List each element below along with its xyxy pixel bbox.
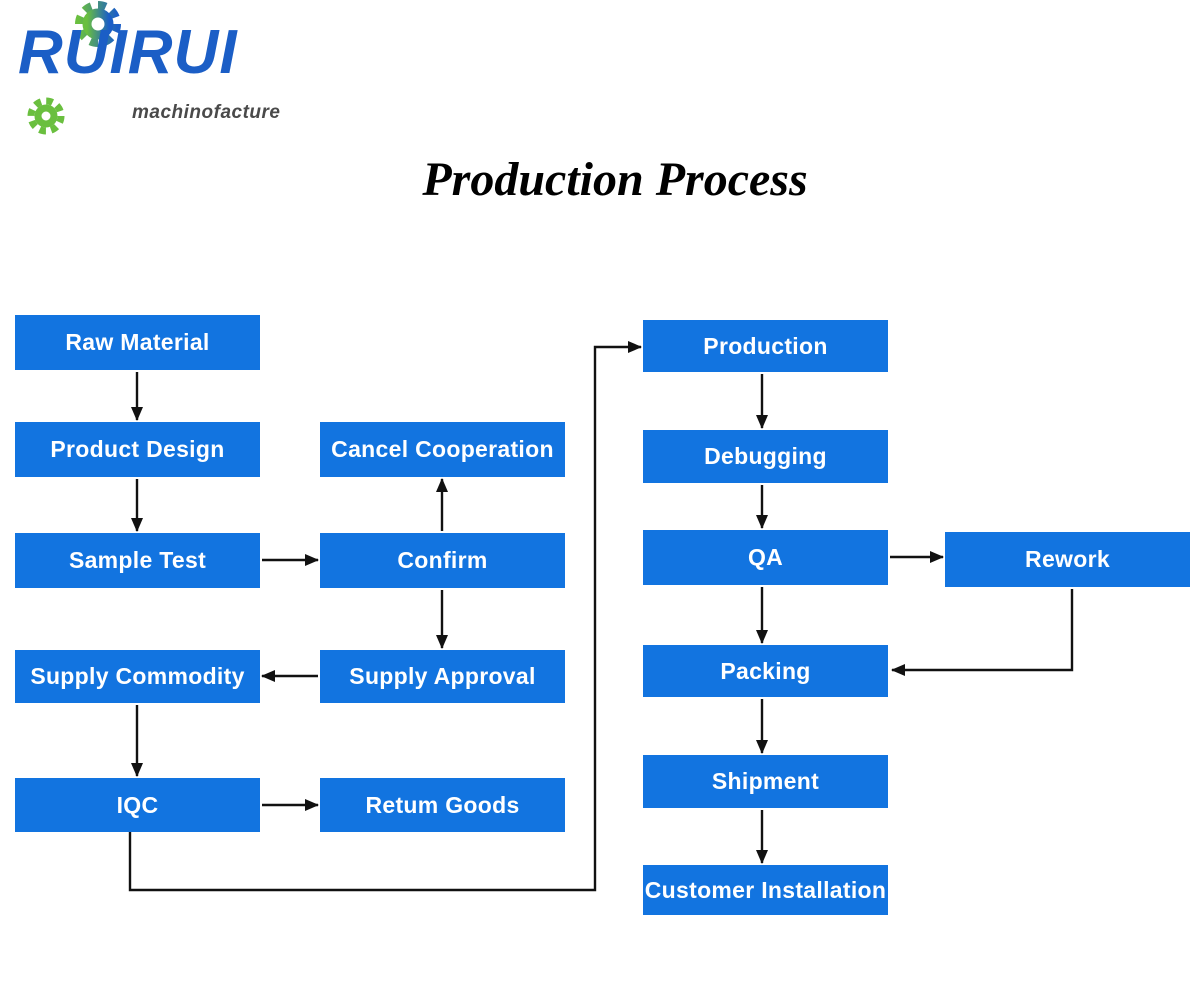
flow-node-label: Product Design — [50, 436, 225, 462]
flow-node-label: Cancel Cooperation — [331, 436, 554, 462]
flow-node-label: Retum Goods — [365, 791, 520, 818]
flow-node-customer-installation: Customer Installation — [643, 865, 888, 915]
flow-node-sample-test: Sample Test — [15, 533, 260, 588]
flow-node-supply-approval: Supply Approval — [320, 650, 565, 703]
flow-node-label: QA — [747, 544, 784, 570]
flow-node-raw-material: Raw Material — [15, 315, 260, 370]
flow-node-label: Supply Approval — [349, 663, 536, 689]
flow-node-label: Supply Commodity — [30, 663, 245, 689]
flow-node-supply-commodity: Supply Commodity — [15, 650, 260, 703]
flow-node-qa: QA — [643, 530, 888, 585]
flow-node-label: Shipment — [711, 768, 820, 794]
flow-node-label: Raw Material — [65, 329, 210, 355]
flow-node-rework: Rework — [945, 532, 1190, 587]
flow-node-production: Production — [643, 320, 888, 372]
brand-subtitle: machinofacture — [132, 102, 281, 123]
flow-node-packing: Packing — [643, 645, 888, 697]
flow-node-debugging: Debugging — [643, 430, 888, 483]
flow-node-label: Debugging — [704, 443, 827, 469]
logo-gears-graphic — [27, 1, 121, 135]
flow-node-iqc: IQC — [15, 778, 260, 832]
flow-node-label: Rework — [1025, 546, 1110, 572]
flow-node-label: Production — [703, 332, 828, 359]
flow-node-label: Sample Test — [68, 547, 207, 573]
gear-icon-small — [27, 97, 65, 135]
flow-node-shipment: Shipment — [643, 755, 888, 808]
flow-node-retum-goods: Retum Goods — [320, 778, 565, 832]
flow-node-product-design: Product Design — [15, 422, 260, 477]
flow-node-label: IQC — [116, 791, 159, 818]
flow-node-confirm: Confirm — [320, 533, 565, 588]
brand-name: RUIRUI — [18, 18, 238, 87]
brand-logo: RUIRUI machinofacture — [10, 0, 310, 150]
flow-node-label: Packing — [720, 657, 811, 684]
gear-icon-large — [75, 1, 121, 47]
flow-node-label: Customer Installation — [644, 876, 887, 903]
flow-node-cancel-cooperation: Cancel Cooperation — [320, 422, 565, 477]
page-title: Production Process — [422, 153, 808, 206]
flow-node-label: Confirm — [397, 547, 488, 573]
